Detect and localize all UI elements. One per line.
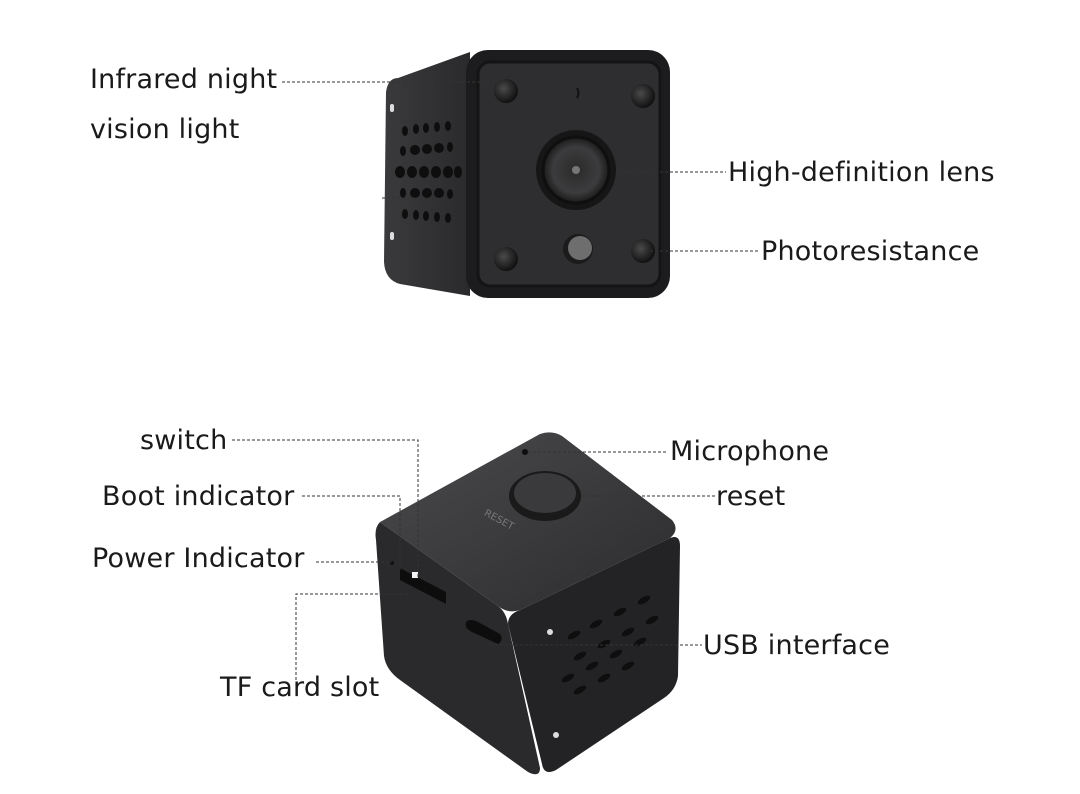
label-power-indicator: Power Indicator bbox=[92, 543, 305, 574]
label-boot-indicator: Boot indicator bbox=[102, 481, 295, 512]
top-camera bbox=[384, 50, 670, 298]
usb-port-icon bbox=[465, 620, 502, 644]
label-reset: reset bbox=[716, 481, 786, 512]
label-tf-card-slot: TF card slot bbox=[220, 672, 380, 703]
bottom-callout-lines bbox=[232, 439, 716, 690]
camera-top-face bbox=[380, 432, 676, 612]
ir-led-icon bbox=[494, 247, 518, 271]
top-callout-lines bbox=[282, 81, 760, 252]
label-infrared-night-vision: Infrared night bbox=[90, 64, 278, 95]
label-microphone: Microphone bbox=[670, 436, 830, 467]
label-infrared-night-vision-line2: vision light bbox=[90, 114, 240, 145]
ir-led-icon bbox=[631, 84, 655, 108]
label-usb-interface: USB interface bbox=[703, 630, 891, 661]
microphone-icon bbox=[522, 449, 528, 455]
side-vent-icon bbox=[395, 121, 462, 223]
label-switch: switch bbox=[140, 425, 228, 456]
label-photoresistance: Photoresistance bbox=[761, 236, 980, 267]
ir-led-icon bbox=[494, 79, 518, 103]
label-hd-lens: High-definition lens bbox=[728, 157, 995, 188]
switch-icon bbox=[412, 572, 418, 578]
speaker-vent-icon bbox=[561, 595, 659, 695]
camera-right-face bbox=[508, 537, 680, 772]
ir-led-icon bbox=[631, 239, 655, 263]
bottom-camera: RESET bbox=[375, 432, 680, 775]
tf-card-slot-icon bbox=[400, 568, 446, 604]
